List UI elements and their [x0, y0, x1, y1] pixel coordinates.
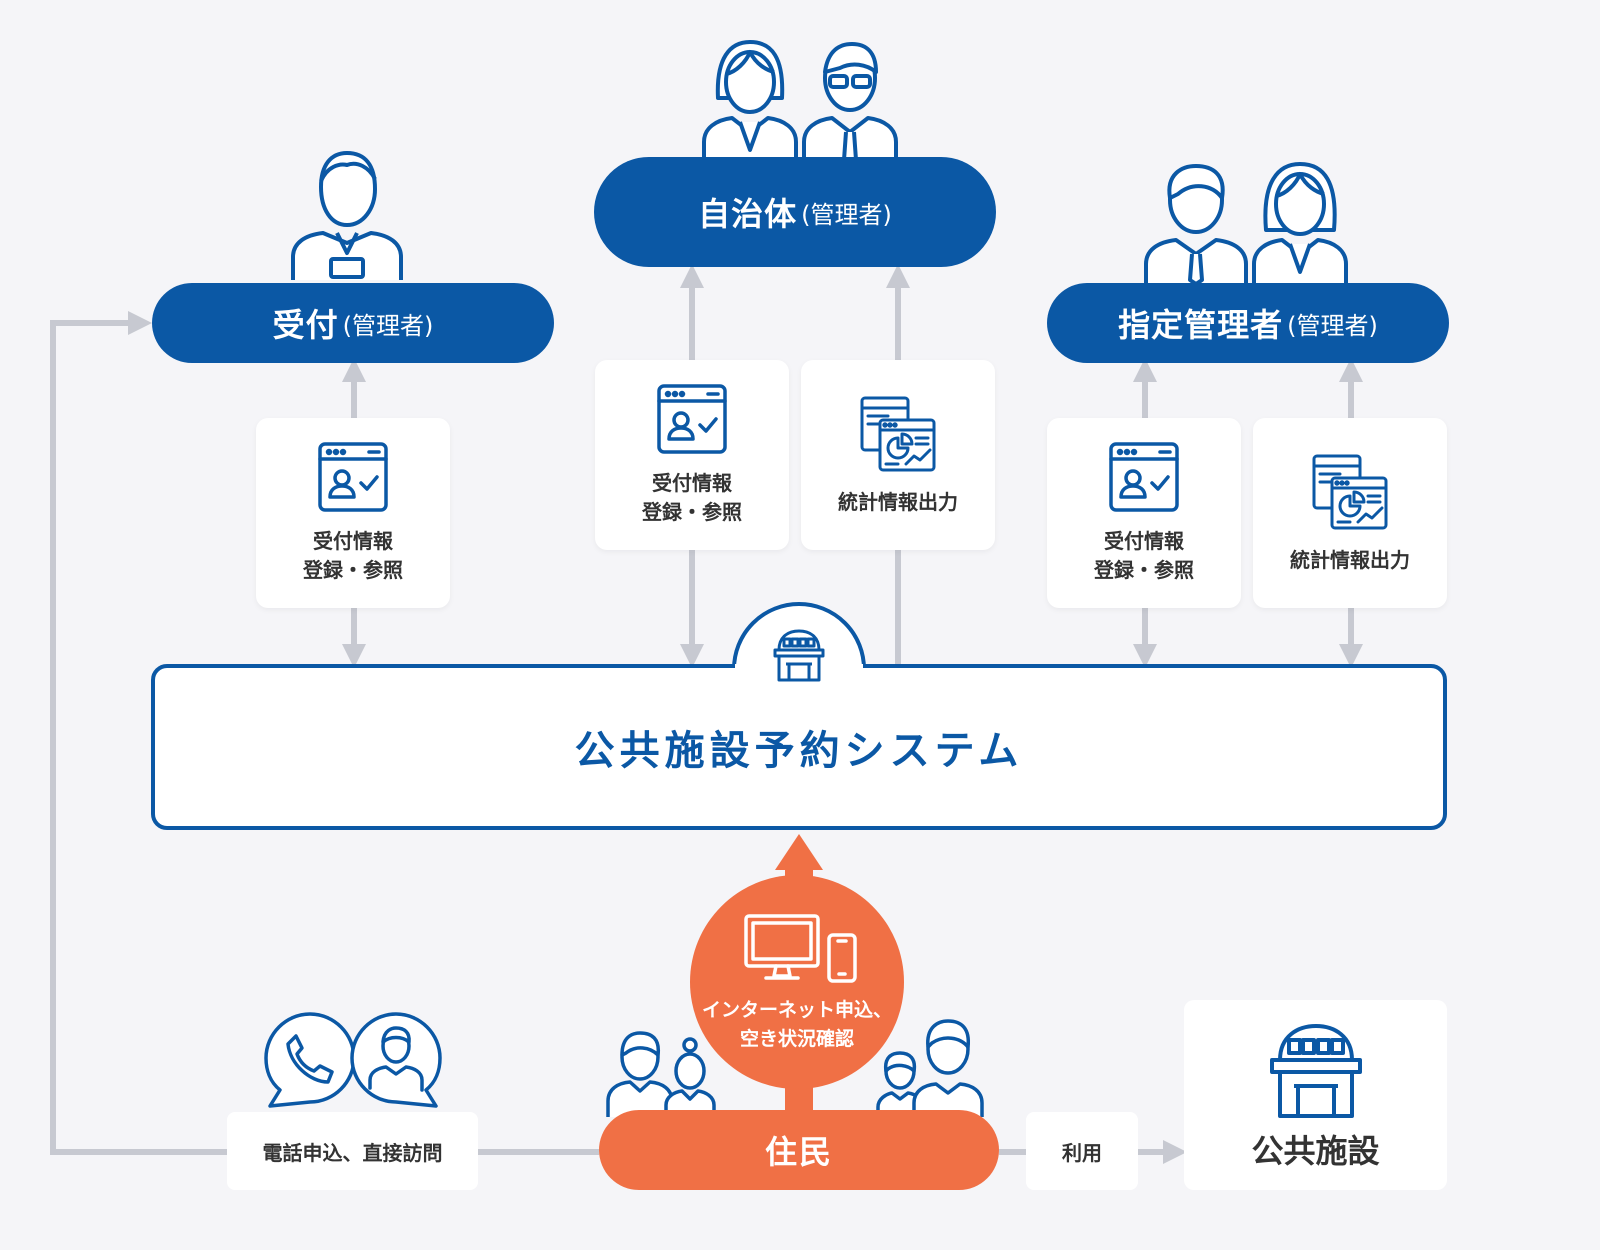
businessman-icon — [1144, 164, 1248, 284]
phone-visit-box: 電話申込、直接訪問 — [227, 1112, 478, 1190]
screen-user-check-icon — [657, 384, 727, 454]
usage-box: 利用 — [1026, 1112, 1138, 1190]
usage-label: 利用 — [1062, 1140, 1102, 1165]
internet-application-circle — [690, 875, 904, 1089]
card-designated-entry: 受付情報 登録・参照 — [1047, 418, 1241, 608]
card-designated-entry-label: 受付情報 登録・参照 — [1094, 529, 1194, 582]
reservation-system: 公共施設予約システム — [151, 664, 1447, 830]
person-icon — [291, 151, 403, 280]
role-reception: 受付 (管理者) — [152, 283, 554, 363]
screen-user-check-icon — [318, 442, 388, 512]
role-municipality-title: 自治体 — [698, 195, 798, 233]
orange-arrow-head — [775, 834, 823, 870]
report-chart-icon — [1312, 454, 1388, 529]
businessman-glasses-icon — [802, 42, 898, 163]
card-municipality-entry-label: 受付情報 登録・参照 — [642, 471, 742, 524]
card-designated-stats-label: 統計情報出力 — [1290, 547, 1410, 572]
phone-icon — [264, 1012, 356, 1108]
role-designated: 指定管理者 (管理者) — [1047, 283, 1449, 363]
card-municipality-stats-label: 統計情報出力 — [838, 489, 958, 514]
card-reception-entry-label: 受付情報 登録・参照 — [303, 529, 403, 582]
card-designated-stats: 統計情報出力 — [1253, 418, 1447, 608]
facility-building-icon — [1270, 1024, 1362, 1118]
residents-pill: 住民 — [599, 1110, 999, 1190]
card-municipality-stats: 統計情報出力 — [801, 360, 995, 550]
residents-label: 住民 — [764, 1133, 833, 1171]
card-municipality-entry: 受付情報 登録・参照 — [595, 360, 789, 550]
internet-application-label: インターネット申込、 空き状況確認 — [701, 999, 892, 1050]
businesswoman-icon — [702, 40, 798, 163]
role-reception-title: 受付 — [272, 306, 339, 344]
role-designated-sub: (管理者) — [1287, 311, 1378, 340]
role-designated-title: 指定管理者 — [1118, 306, 1284, 344]
card-reception-entry: 受付情報 登録・参照 — [256, 418, 450, 608]
role-reception-sub: (管理者) — [342, 311, 434, 340]
smartphone-icon — [827, 933, 857, 983]
monitor-icon — [744, 914, 820, 980]
role-municipality: 自治体 (管理者) — [594, 157, 996, 267]
screen-user-check-icon — [1109, 442, 1179, 512]
visitor-icon — [350, 1012, 442, 1108]
family-icon — [606, 1031, 716, 1117]
businesswoman-icon — [1252, 162, 1348, 284]
family-icon — [876, 1019, 984, 1117]
public-facility-label: 公共施設 — [1251, 1132, 1380, 1170]
report-chart-icon — [860, 396, 936, 471]
facility-building-icon — [773, 629, 825, 682]
role-municipality-sub: (管理者) — [801, 200, 892, 229]
phone-visit-label: 電話申込、直接訪問 — [262, 1140, 443, 1165]
system-title: 公共施設予約システム — [574, 728, 1024, 774]
